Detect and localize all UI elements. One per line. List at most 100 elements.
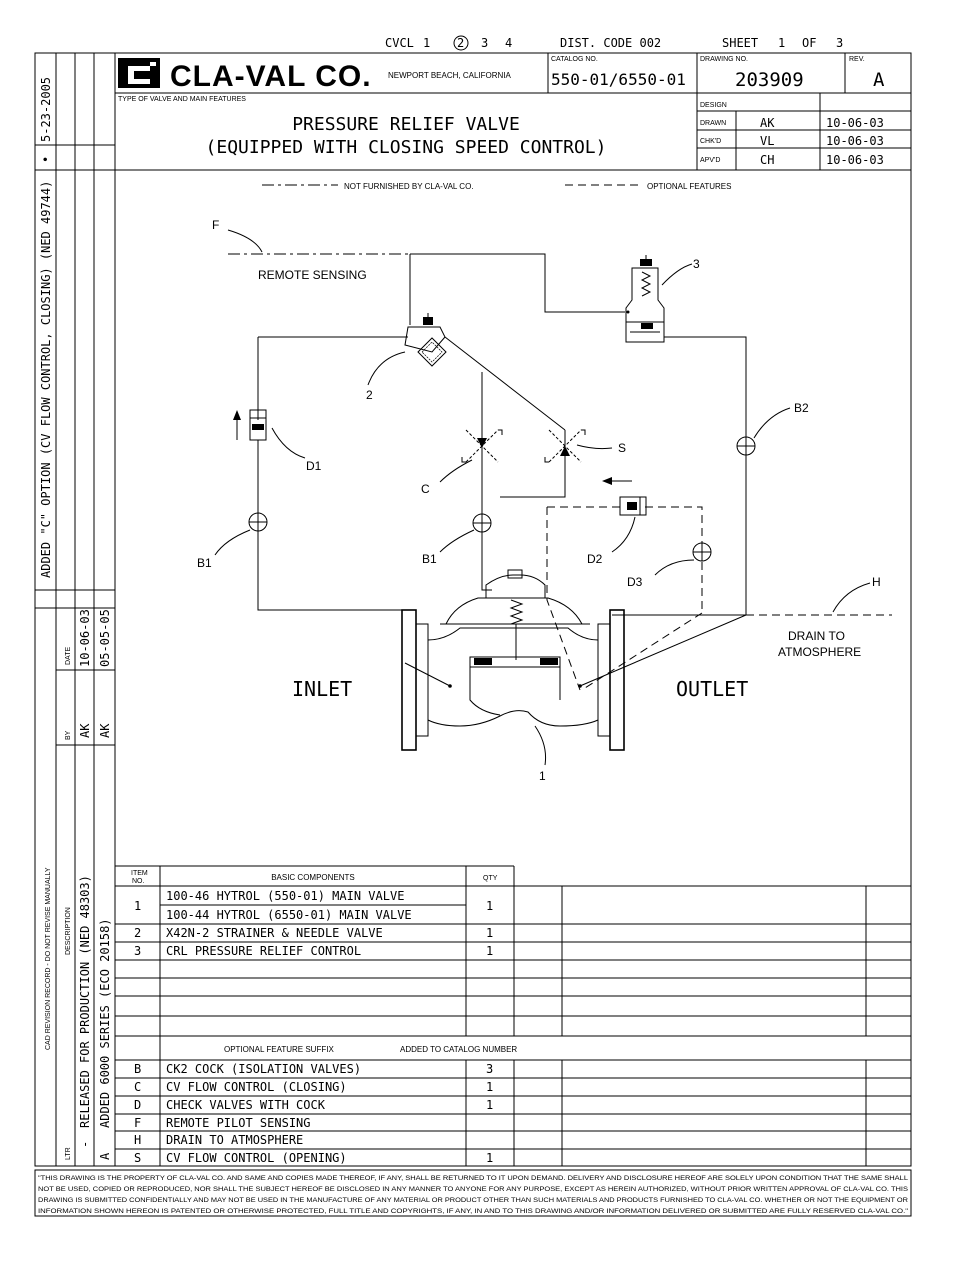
rev2-date: 05-05-05 (98, 609, 112, 667)
cvcl-circle-mark (453, 35, 469, 51)
table-row: F REMOTE PILOT SENSING (134, 1116, 311, 1130)
company-location: NEWPORT BEACH, CALIFORNIA (388, 71, 512, 80)
description-label: DESCRIPTION (65, 907, 72, 955)
option-S-desc: CV FLOW CONTROL (OPENING) (166, 1151, 347, 1165)
table-row: 3 CRL PRESSURE RELIEF CONTROL 1 (134, 944, 493, 958)
label-S: S (618, 441, 626, 455)
rev-top-mark: • (39, 156, 53, 163)
catalog-number: 550-01/6550-01 (551, 70, 686, 89)
rev-label: REV. (849, 56, 865, 63)
legend: NOT FURNISHED BY CLA-VAL CO. OPTIONAL FE… (262, 182, 731, 191)
legend-optional: OPTIONAL FEATURES (647, 182, 731, 191)
component-3-qty: 1 (486, 944, 493, 958)
cvcl-digit-2: 2 (457, 36, 464, 50)
option-B-qty: 3 (486, 1062, 493, 1076)
cock-b1-middle-icon (472, 513, 492, 533)
type-of-valve-label: TYPE OF VALVE AND MAIN FEATURES (118, 96, 246, 103)
option-H-code: H (134, 1133, 141, 1147)
qty-label: QTY (483, 875, 498, 882)
cock-b1-left-icon (248, 512, 268, 532)
rev-top-description: ADDED "C" OPTION (CV FLOW CONTROL, CLOSI… (39, 181, 53, 578)
footer-line-3: DRAWING IS SUBMITTED CONFIDENTIALLY AND … (38, 1198, 909, 1204)
optional-added: ADDED TO CATALOG NUMBER (400, 1045, 517, 1054)
rev2-ltr: A (98, 1152, 112, 1160)
title-block: CLA-VAL CO. NEWPORT BEACH, CALIFORNIA CA… (115, 53, 911, 171)
strainer-needle-valve-icon (404, 313, 447, 367)
dist-code: DIST. CODE 002 (560, 36, 661, 50)
rev1-by: AK (78, 723, 92, 738)
component-1-item: 1 (134, 899, 141, 913)
option-D-qty: 1 (486, 1098, 493, 1112)
label-item-2: 2 (366, 388, 373, 402)
chkd-date: 10-06-03 (826, 134, 884, 148)
rev-top-date: 5-23-2005 (39, 77, 53, 142)
footer-line-4: INFORMATION SHOWN HEREON IS PATENTED OR … (38, 1209, 908, 1215)
label-D3: D3 (627, 575, 643, 589)
component-2-item: 2 (134, 926, 141, 940)
table-row: H DRAIN TO ATMOSPHERE (134, 1133, 303, 1147)
rev2-description: ADDED 6000 SERIES (ECO 20158) (98, 918, 112, 1128)
label-drain-1: DRAIN TO (788, 629, 845, 643)
components-header: BASIC COMPONENTS (271, 873, 355, 882)
header-strip: CVCL 1 2 3 4 DIST. CODE 002 SHEET 1 OF 3 (385, 35, 843, 51)
table-row: B CK2 COCK (ISOLATION VALVES) 3 (134, 1062, 493, 1076)
rev2-by: AK (98, 723, 112, 738)
drawing-number: 203909 (735, 69, 804, 91)
table-row: 1 100-46 HYTROL (550-01) MAIN VALVE 100-… (134, 889, 493, 922)
cvcl-digit-4: 4 (505, 36, 512, 50)
cad-revision-note: CAD REVISION RECORD - DO NOT REVISE MANU… (45, 867, 52, 1050)
chkd-by: VL (760, 134, 774, 148)
component-1-qty: 1 (486, 899, 493, 913)
table-row: C CV FLOW CONTROL (CLOSING) 1 (134, 1080, 493, 1094)
sheet-of: OF (802, 36, 816, 50)
check-valve-d2-icon (602, 477, 647, 516)
apvd-date: 10-06-03 (826, 153, 884, 167)
option-S-code: S (134, 1151, 141, 1165)
label-C: C (421, 482, 430, 496)
check-valve-d1-icon (233, 409, 267, 441)
sheet-border (34, 52, 912, 1167)
component-3-desc: CRL PRESSURE RELIEF CONTROL (166, 944, 361, 958)
title-line-1: PRESSURE RELIEF VALVE (292, 114, 520, 135)
footer-notice: "THIS DRAWING IS THE PROPERTY OF CLA-VAL… (38, 1176, 909, 1215)
label-D1: D1 (306, 459, 322, 473)
footer-border (34, 1169, 912, 1217)
design-label: DESIGN (700, 102, 727, 109)
ltr-label: LTR (65, 1147, 72, 1160)
table-row: D CHECK VALVES WITH COCK 1 (134, 1098, 493, 1112)
label-item-1: 1 (539, 769, 546, 783)
component-2-desc: X42N-2 STRAINER & NEEDLE VALVE (166, 926, 383, 940)
label-outlet: OUTLET (676, 677, 748, 701)
label-B2: B2 (794, 401, 809, 415)
option-D-code: D (134, 1098, 141, 1112)
optional-header: OPTIONAL FEATURE SUFFIX (224, 1045, 334, 1054)
title-line-2: (EQUIPPED WITH CLOSING SPEED CONTROL) (206, 137, 607, 158)
date-label: DATE (65, 647, 72, 665)
cvcl-label: CVCL (385, 36, 414, 50)
cla-val-logo-icon (118, 58, 160, 88)
drawn-by: AK (760, 116, 775, 130)
label-drain-2: ATMOSPHERE (778, 645, 861, 659)
apvd-by: CH (760, 153, 774, 167)
option-C-code: C (134, 1080, 141, 1094)
flow-control-c-icon (461, 429, 503, 463)
chkd-label: CHK'D (700, 138, 721, 145)
schematic: F REMOTE SENSING H DRAIN TO ATMOSPHERE (197, 218, 892, 783)
component-2-qty: 1 (486, 926, 493, 940)
item-label: ITEM (131, 870, 148, 877)
rev1-ltr: - (78, 1141, 92, 1148)
cock-d3-icon (692, 542, 712, 562)
sheet-label: SHEET (722, 36, 758, 50)
option-D-desc: CHECK VALVES WITH COCK (166, 1098, 326, 1112)
option-S-qty: 1 (486, 1151, 493, 1165)
table-row: 2 X42N-2 STRAINER & NEEDLE VALVE 1 (134, 926, 493, 940)
sheet-num: 1 (778, 36, 785, 50)
label-inlet: INLET (292, 677, 352, 701)
catalog-no-label: CATALOG NO. (551, 56, 598, 63)
revision-letter: A (873, 69, 885, 91)
option-H-desc: DRAIN TO ATMOSPHERE (166, 1133, 303, 1147)
sheet-total: 3 (836, 36, 843, 50)
table-row: S CV FLOW CONTROL (OPENING) 1 (134, 1151, 493, 1165)
rev1-date: 10-06-03 (78, 609, 92, 667)
